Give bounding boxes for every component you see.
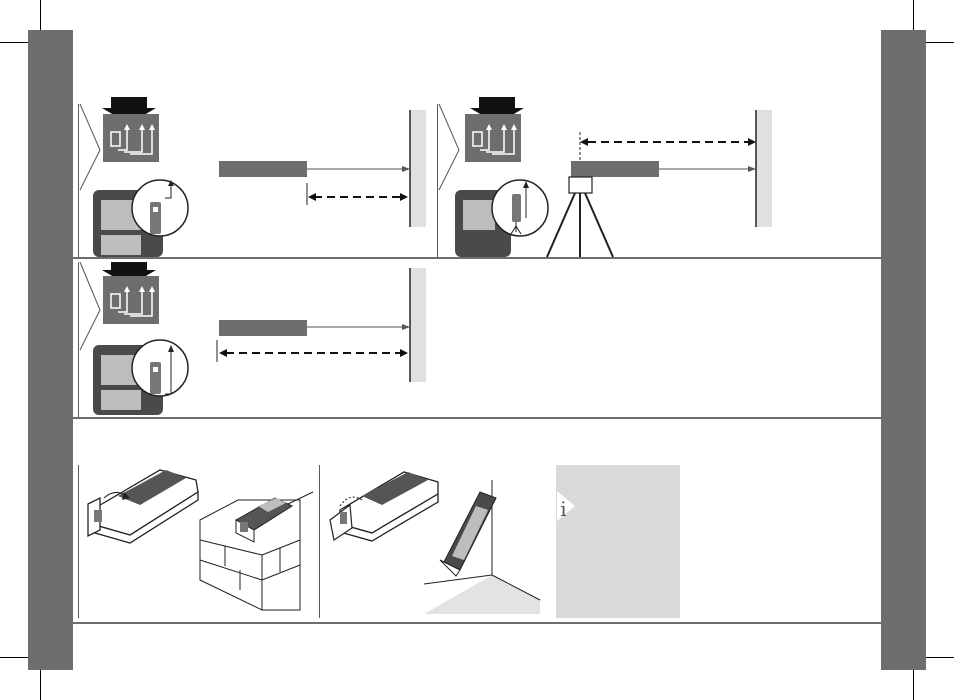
info-note-box: i bbox=[556, 465, 680, 618]
info-letter: i bbox=[556, 497, 571, 521]
